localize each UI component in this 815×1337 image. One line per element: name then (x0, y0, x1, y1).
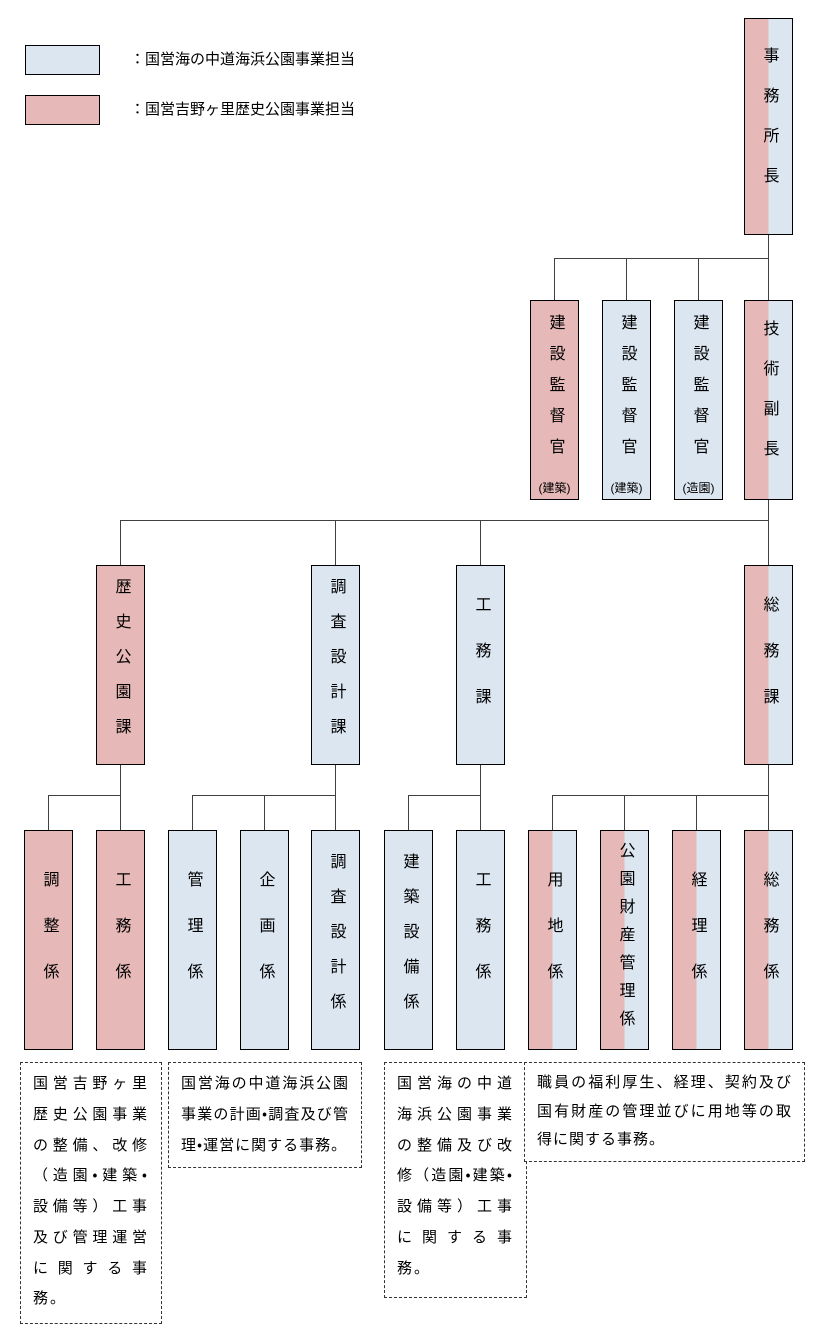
node-suffix: (建築) (538, 481, 571, 495)
office-director-box: 事務所長 (744, 18, 793, 235)
connector-line (335, 520, 336, 565)
survey-design-section-box: 調査設計係 (311, 830, 360, 1050)
node-label: 技術副長 (760, 320, 778, 480)
connector-line (335, 765, 336, 830)
node-label: 事務所長 (760, 46, 778, 207)
node-suffix: (造園) (682, 481, 715, 495)
connector-line (554, 258, 769, 259)
connector-line (48, 795, 121, 796)
node-suffix: (建築) (610, 481, 643, 495)
node-label: 歴史公園課 (112, 577, 130, 753)
land-section-box: 用地係 (528, 830, 577, 1050)
legend-label-umi-no-nakamichi: ：国営海の中道海浜公園事業担当 (130, 51, 356, 68)
historical-park-division-box: 歴史公園課 (96, 565, 145, 765)
connector-line (408, 795, 481, 796)
management-section-box: 管理係 (168, 830, 217, 1050)
node-label: 建設監督官 (546, 314, 564, 469)
node-label: 建築設備係 (400, 852, 418, 1028)
node-label: 用地係 (544, 871, 562, 1009)
construction-supervisor-architecture-blue-box: 建設監督官 (建築) (602, 300, 651, 500)
construction-supervisor-architecture-pink-box: 建設監督官 (建築) (530, 300, 579, 500)
connector-line (120, 520, 769, 521)
connector-line (624, 795, 625, 830)
connector-line (408, 795, 409, 830)
connector-line (120, 765, 121, 830)
connector-line (696, 795, 697, 830)
general-affairs-section-box: 総務係 (744, 830, 793, 1050)
connector-line (480, 765, 481, 830)
desc-general-affairs-duties: 職員の福利厚生、経理、契約及び国有財産の管理並びに用地等の取得に関する事務。 (524, 1062, 805, 1162)
connector-line (768, 500, 769, 565)
building-equipment-section-box: 建築設備係 (384, 830, 433, 1050)
legend-label-yoshinogari: ：国営吉野ヶ里歴史公園事業担当 (130, 101, 356, 118)
connector-line (264, 795, 265, 830)
node-label: 工務係 (472, 871, 490, 1009)
connector-line (120, 520, 121, 565)
general-affairs-division-box: 総務課 (744, 565, 793, 765)
connector-line (768, 765, 769, 830)
node-label: 工務係 (112, 871, 130, 1009)
accounting-section-box: 経理係 (672, 830, 721, 1050)
node-label: 建設監督官 (690, 314, 708, 469)
park-property-management-section-box: 公園財産管理係 (600, 830, 649, 1050)
connector-line (698, 258, 699, 300)
engineering-division-box: 工務課 (456, 565, 505, 765)
engineering-section-historical-box: 工務係 (96, 830, 145, 1050)
engineering-section-box: 工務係 (456, 830, 505, 1050)
connector-line (552, 795, 553, 830)
node-label: 公園財産管理係 (616, 842, 634, 1038)
node-label: 建設監督官 (618, 314, 636, 469)
legend-swatch-yoshinogari (25, 95, 100, 125)
node-label: 企画係 (256, 871, 274, 1009)
node-label: 総務課 (760, 596, 778, 734)
node-label: 調査設計課 (327, 577, 345, 753)
survey-design-division-box: 調査設計課 (311, 565, 360, 765)
planning-section-box: 企画係 (240, 830, 289, 1050)
connector-line (552, 795, 769, 796)
coordination-section-box: 調整係 (24, 830, 73, 1050)
connector-line (626, 258, 627, 300)
connector-line (480, 520, 481, 565)
desc-survey-design-duties: 国営海の中道海浜公園事業の計画・調査及び管理・運営に関する事務。 (168, 1062, 362, 1168)
connector-line (48, 795, 49, 830)
desc-engineering-duties: 国営海の中道海浜公園事業の整備及び改修（造園・建築・設備等）工事に関する事務。 (384, 1062, 527, 1298)
node-label: 工務課 (472, 596, 490, 734)
node-label: 総務係 (760, 871, 778, 1009)
connector-line (554, 258, 555, 300)
connector-line (768, 235, 769, 300)
node-label: 管理係 (184, 871, 202, 1009)
construction-supervisor-landscaping-box: 建設監督官 (造園) (674, 300, 723, 500)
connector-line (192, 795, 193, 830)
node-label: 調整係 (40, 871, 58, 1009)
node-label: 調査設計係 (327, 852, 345, 1028)
node-label: 経理係 (688, 871, 706, 1009)
technical-deputy-director-box: 技術副長 (744, 300, 793, 500)
desc-historical-park-duties: 国営吉野ヶ里歴史公園事業の整備、改修（造園・建築・設備等）工事及び管理運営に関す… (20, 1062, 162, 1324)
legend-swatch-umi-no-nakamichi (25, 45, 100, 75)
